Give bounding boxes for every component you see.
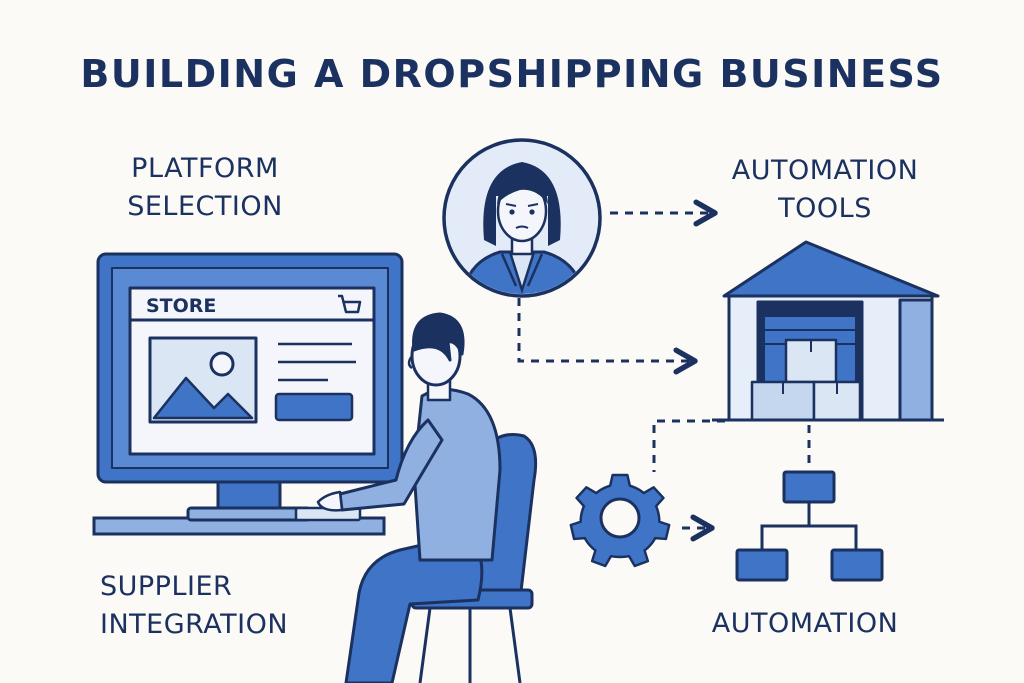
gear-icon [569,473,671,568]
platform-selection-label: PLATFORM SELECTION [100,150,310,226]
org-chart-icon [735,470,884,582]
computer-monitor [96,252,404,522]
cart-icon [338,294,362,314]
platform-selection-line-1: PLATFORM [131,153,279,184]
automation-tools-line-2: TOOLS [778,193,872,224]
store-buy-button [274,392,354,422]
image-placeholder-icon [148,336,258,424]
store-window [128,286,376,456]
supplier-integration-label: SUPPLIER INTEGRATION [100,568,300,644]
automation-label: AUTOMATION [711,608,899,639]
connector-arrows [517,199,811,542]
arrow-person-to-warehouse [517,298,698,375]
warehouse-icon [712,240,944,422]
automation-tools-label: AUTOMATION TOOLS [705,152,945,228]
platform-selection-line-2: SELECTION [127,191,283,222]
arrow-warehouse-to-gear [652,419,725,472]
man-user-figure [316,312,502,683]
woman-avatar-icon [442,138,602,298]
page-title: BUILDING A DROPSHIPPING BUSINESS [80,52,944,96]
supplier-integration-line-2: INTEGRATION [100,609,289,640]
supplier-integration-line-1: SUPPLIER [100,571,233,602]
automation-tools-line-1: AUTOMATION [731,155,919,186]
store-heading: STORE [146,295,216,317]
